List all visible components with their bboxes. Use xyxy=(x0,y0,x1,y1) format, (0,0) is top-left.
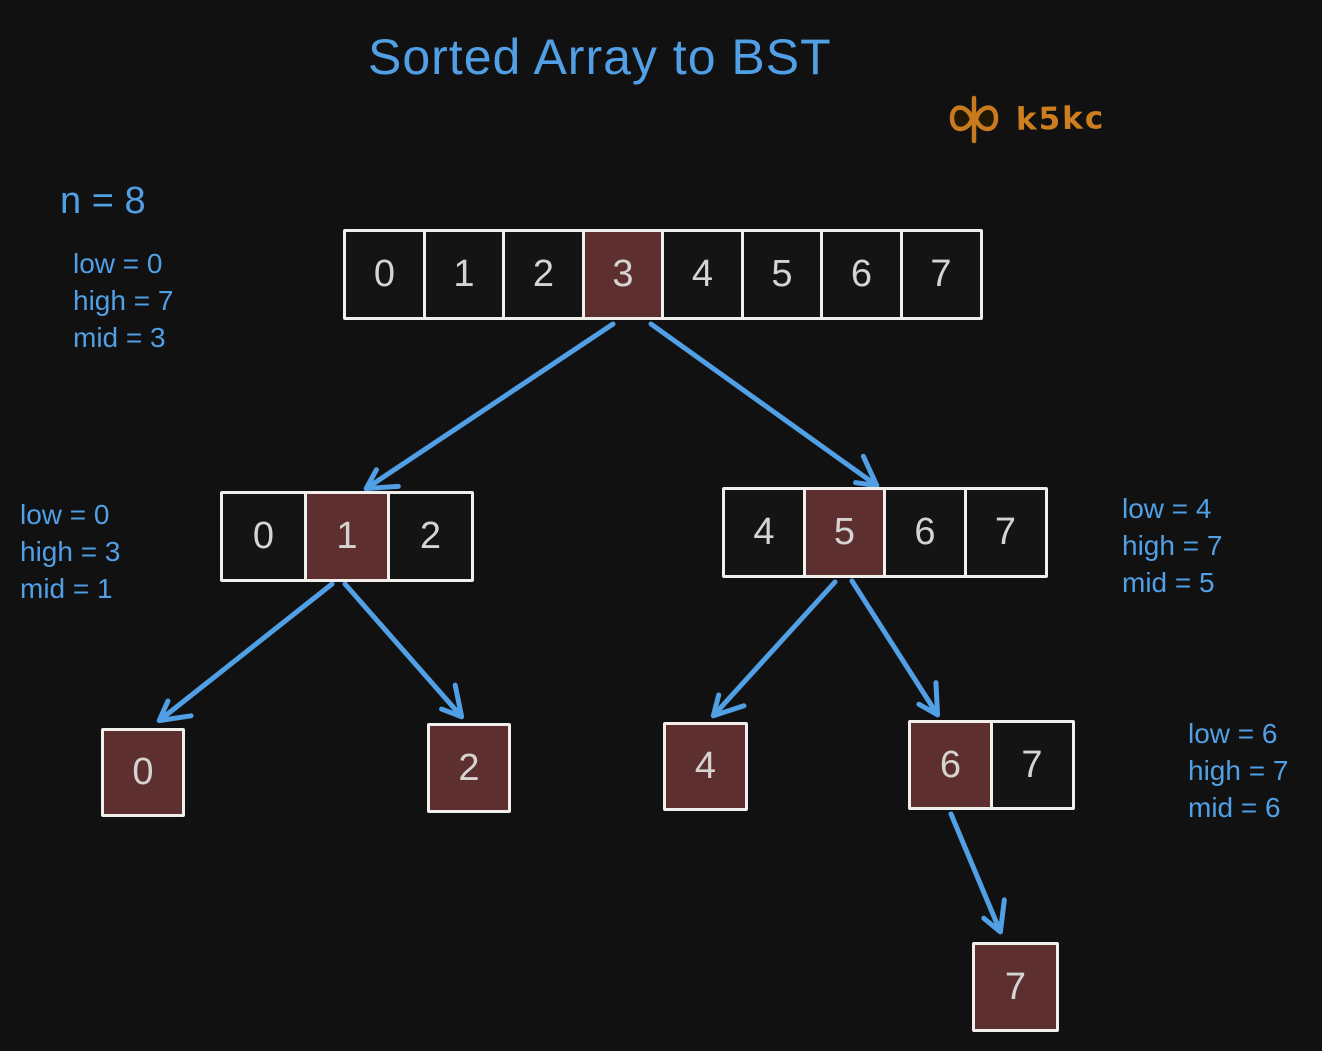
array-6-7-subtree: 6 7 xyxy=(908,720,1075,810)
annotation-line: high = 7 xyxy=(1122,530,1223,561)
array-cell-mid: 6 xyxy=(908,720,993,810)
butterfly-infinity-icon xyxy=(949,95,999,144)
array-cell-mid: 2 xyxy=(427,723,511,813)
annotation-line: high = 7 xyxy=(1188,755,1289,786)
array-cell: 4 xyxy=(661,229,744,320)
edge-root-to-right xyxy=(648,321,880,489)
array-left-subtree: 0 1 2 xyxy=(220,491,474,582)
array-cell: 6 xyxy=(883,487,967,578)
annotation-root: low = 0 high = 7 mid = 3 xyxy=(73,245,173,356)
annotation-line: mid = 1 xyxy=(20,573,113,604)
n-count-label: n = 8 xyxy=(60,180,146,222)
array-cell-mid: 0 xyxy=(101,728,185,817)
annotation-line: mid = 3 xyxy=(73,322,166,353)
array-cell: 7 xyxy=(899,229,983,320)
annotation-line: low = 0 xyxy=(73,248,163,279)
annotation-line: low = 6 xyxy=(1188,718,1278,749)
annotation-line: low = 4 xyxy=(1122,493,1212,524)
array-cell: 0 xyxy=(220,491,307,582)
edge-root-to-left xyxy=(363,321,616,492)
brand-logo: k5kc xyxy=(946,94,1105,144)
array-root: 0 1 2 3 4 5 6 7 xyxy=(343,229,983,320)
node-leaf-7: 7 xyxy=(972,942,1059,1032)
annotation-line: mid = 6 xyxy=(1188,792,1281,823)
array-cell: 2 xyxy=(502,229,585,320)
node-leaf-0: 0 xyxy=(101,728,185,817)
array-cell: 1 xyxy=(422,229,506,320)
annotation-right-right-subtree: low = 6 high = 7 mid = 6 xyxy=(1188,715,1288,826)
array-cell: 0 xyxy=(343,229,426,320)
array-cell-mid: 7 xyxy=(972,942,1059,1032)
annotation-right-subtree: low = 4 high = 7 mid = 5 xyxy=(1122,490,1222,601)
array-cell: 2 xyxy=(387,491,474,582)
array-right-subtree: 4 5 6 7 xyxy=(722,487,1048,578)
array-cell-mid: 4 xyxy=(663,722,748,811)
edge-right-to-arr67 xyxy=(849,578,941,718)
annotation-line: mid = 5 xyxy=(1122,567,1215,598)
array-cell-mid: 5 xyxy=(802,487,887,578)
array-cell: 4 xyxy=(722,487,806,578)
node-leaf-4: 4 xyxy=(663,722,748,811)
edge-right-to-leaf4 xyxy=(710,579,838,719)
edge-arr67-to-leaf7 xyxy=(948,811,1007,935)
annotation-line: low = 0 xyxy=(20,499,110,530)
edge-left-to-leaf0 xyxy=(156,581,335,724)
array-cell-mid: 1 xyxy=(303,491,391,582)
edge-left-to-leaf2 xyxy=(342,581,465,720)
array-cell: 7 xyxy=(989,720,1075,810)
annotation-line: high = 3 xyxy=(20,536,121,567)
array-cell: 5 xyxy=(740,229,824,320)
node-leaf-2: 2 xyxy=(427,723,511,813)
array-cell: 7 xyxy=(963,487,1048,578)
array-cell: 6 xyxy=(820,229,903,320)
diagram-title: Sorted Array to BST xyxy=(368,29,832,85)
annotation-line: high = 7 xyxy=(73,285,174,316)
annotation-left-subtree: low = 0 high = 3 mid = 1 xyxy=(20,496,120,607)
array-cell-mid: 3 xyxy=(581,229,665,320)
